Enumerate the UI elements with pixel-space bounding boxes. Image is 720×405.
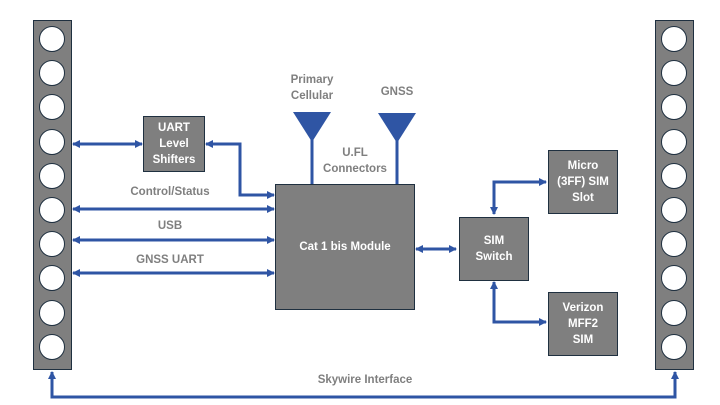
uart-module-link — [205, 140, 275, 199]
verizon-mff2-sim-block: Verizon MFF2 SIM — [548, 292, 618, 356]
gnss-uart-label: GNSS UART — [136, 254, 204, 266]
sim-switch-micro-link — [490, 178, 547, 215]
ufl-connectors-label: U.FL Connectors — [323, 147, 387, 175]
header-pin — [39, 265, 65, 292]
header-pin — [39, 231, 65, 258]
header-pin — [39, 60, 65, 87]
header-pin — [39, 94, 65, 121]
micro-sim-slot-block: Micro (3FF) SIM Slot — [548, 150, 618, 214]
sim-switch-block: SIM Switch — [459, 217, 529, 281]
header-pin — [39, 299, 65, 326]
header-pin — [661, 162, 687, 189]
header-pin — [661, 60, 687, 87]
cat1-bis-module-block: Cat 1 bis Module — [275, 184, 415, 310]
header-pin — [39, 162, 65, 189]
control-status-label: Control/Status — [130, 186, 210, 198]
right-header — [655, 20, 694, 370]
header-pin — [39, 197, 65, 223]
header-pin — [661, 333, 687, 360]
sim-switch-verizon-link — [490, 281, 547, 326]
skywire-interface-link — [48, 371, 679, 399]
header-pin — [661, 299, 687, 326]
header-pin — [661, 265, 687, 292]
gnss-antenna-label: GNSS — [380, 86, 414, 98]
primary-cellular-antenna-icon — [293, 112, 331, 142]
header-pin — [661, 231, 687, 258]
header-pin — [661, 26, 687, 52]
uart-level-shifters-block: UART Level Shifters — [143, 116, 205, 172]
primary-cellular-label: Primary Cellular — [290, 74, 334, 102]
header-pin — [39, 333, 65, 360]
header-pin — [39, 26, 65, 52]
header-pin — [661, 197, 687, 223]
header-pin — [661, 128, 687, 155]
skywire-interface-label: Skywire Interface — [317, 374, 413, 386]
header-pin — [661, 94, 687, 121]
gnss-antenna-icon — [378, 113, 416, 143]
header-pin — [39, 128, 65, 155]
usb-label: USB — [157, 220, 183, 232]
left-header — [33, 20, 72, 370]
